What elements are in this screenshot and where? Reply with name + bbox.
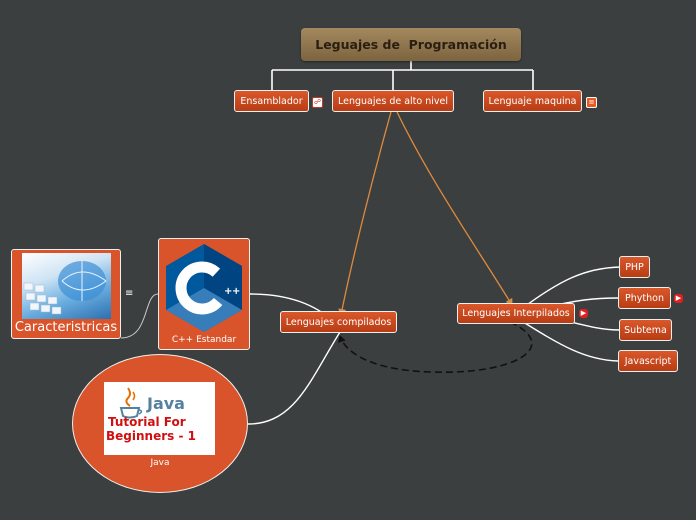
branch-php	[519, 266, 621, 311]
cpp-caption: C++ Estandar	[171, 335, 237, 345]
caracteristicas-label: Caracteristricas	[14, 320, 118, 335]
note-icon[interactable]: ≡	[125, 288, 134, 299]
node-label: Subtema	[624, 324, 667, 336]
node-phython[interactable]: Phython	[618, 287, 671, 309]
node-cpp-estandar[interactable]: + + C++ Estandar	[158, 238, 250, 350]
node-lenguaje-maquina[interactable]: Lenguaje maquina	[483, 90, 582, 112]
node-javascript[interactable]: Javascript	[618, 350, 678, 372]
branch-java	[247, 331, 341, 425]
link-icon[interactable]: ☍	[312, 97, 323, 108]
node-subtema[interactable]: Subtema	[619, 319, 672, 341]
node-label: Lenguajes de alto nivel	[338, 95, 448, 107]
root-title[interactable]: Leguajes de Programación	[301, 28, 521, 61]
node-caracteristicas[interactable]: Caracteristricas	[11, 249, 121, 339]
node-label: PHP	[625, 261, 644, 273]
youtube-icon[interactable]: ▶	[579, 309, 588, 318]
node-php[interactable]: PHP	[619, 256, 650, 278]
java-cup-icon	[119, 387, 143, 419]
dashed-relation	[337, 321, 533, 373]
keyboard-globe-image	[22, 253, 111, 319]
arrow-to-compilados	[338, 111, 392, 316]
java-tutorial-line2: Beginners - 1	[106, 429, 196, 443]
node-lenguajes-alto-nivel[interactable]: Lenguajes de alto nivel	[332, 90, 454, 112]
node-label: Ensamblador	[240, 95, 303, 107]
node-lenguajes-interpilados[interactable]: Lenguajes Interpilados	[457, 303, 575, 324]
cpp-logo-icon: + +	[166, 244, 242, 332]
branch-caracteristicas	[120, 293, 159, 339]
java-tutorial-image: Java Tutorial For Beginners - 1	[104, 382, 215, 455]
java-caption: Java	[150, 458, 170, 468]
node-ensamblador[interactable]: Ensamblador	[234, 90, 309, 112]
svg-text:+: +	[232, 286, 240, 297]
root-connector	[271, 61, 534, 90]
node-label: Lenguajes compilados	[285, 316, 392, 328]
note-icon[interactable]: ≡	[586, 97, 597, 108]
node-label: Lenguajes Interpilados	[462, 308, 570, 319]
java-logo-text: Java	[147, 394, 185, 413]
node-label: Phython	[625, 292, 664, 304]
svg-text:+: +	[224, 286, 232, 297]
node-java[interactable]: Java Tutorial For Beginners - 1 Java	[72, 354, 248, 493]
arrow-to-interpilados	[396, 111, 513, 306]
java-tutorial-line1: Tutorial For	[108, 415, 186, 429]
node-label: Lenguaje maquina	[488, 95, 577, 107]
branch-javascript	[519, 319, 619, 362]
youtube-icon[interactable]: ▶	[674, 294, 683, 303]
node-label: Javascript	[624, 355, 672, 367]
node-lenguajes-compilados[interactable]: Lenguajes compilados	[280, 311, 397, 333]
